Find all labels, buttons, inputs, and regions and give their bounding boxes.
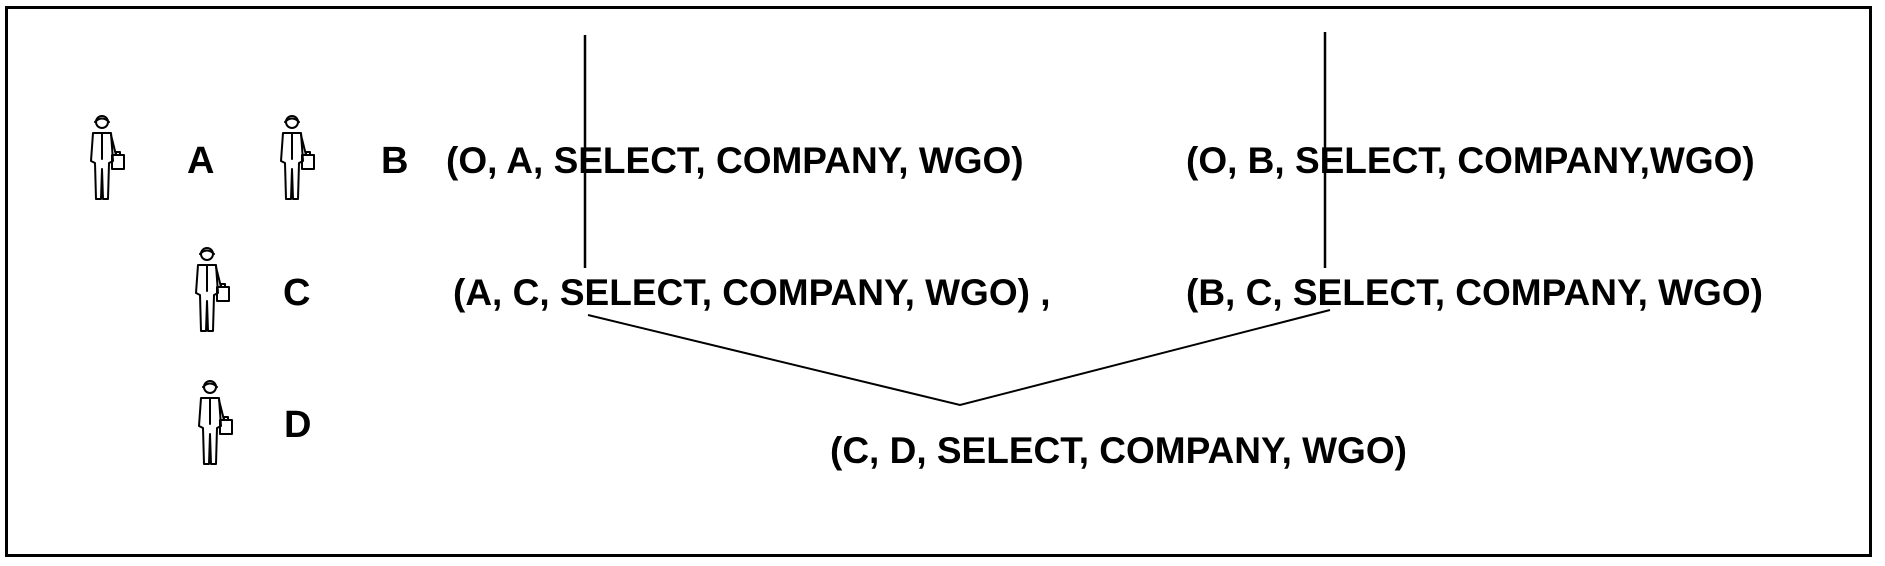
user-label-d: D [284,404,312,446]
grant-b-c: (B, C, SELECT, COMPANY, WGO) [1186,272,1763,313]
businessman-icon [280,115,315,200]
grant-c-d: (C, D, SELECT, COMPANY, WGO) [830,430,1407,471]
diagram-frame [5,6,1872,557]
user-label-c: C [283,272,311,314]
link-a-c-b-c-to-c-d [587,309,1331,407]
businessman-icon [90,115,125,200]
grant-o-a: (O, A, SELECT, COMPANY, WGO) [446,140,1024,181]
grant-o-b: (O, B, SELECT, COMPANY,WGO) [1186,140,1755,181]
user-label-b: B [381,140,409,182]
user-label-a: A [187,140,215,182]
businessman-icon [198,380,233,465]
grant-a-c: (A, C, SELECT, COMPANY, WGO) , [453,272,1051,313]
businessman-icon [195,247,230,332]
